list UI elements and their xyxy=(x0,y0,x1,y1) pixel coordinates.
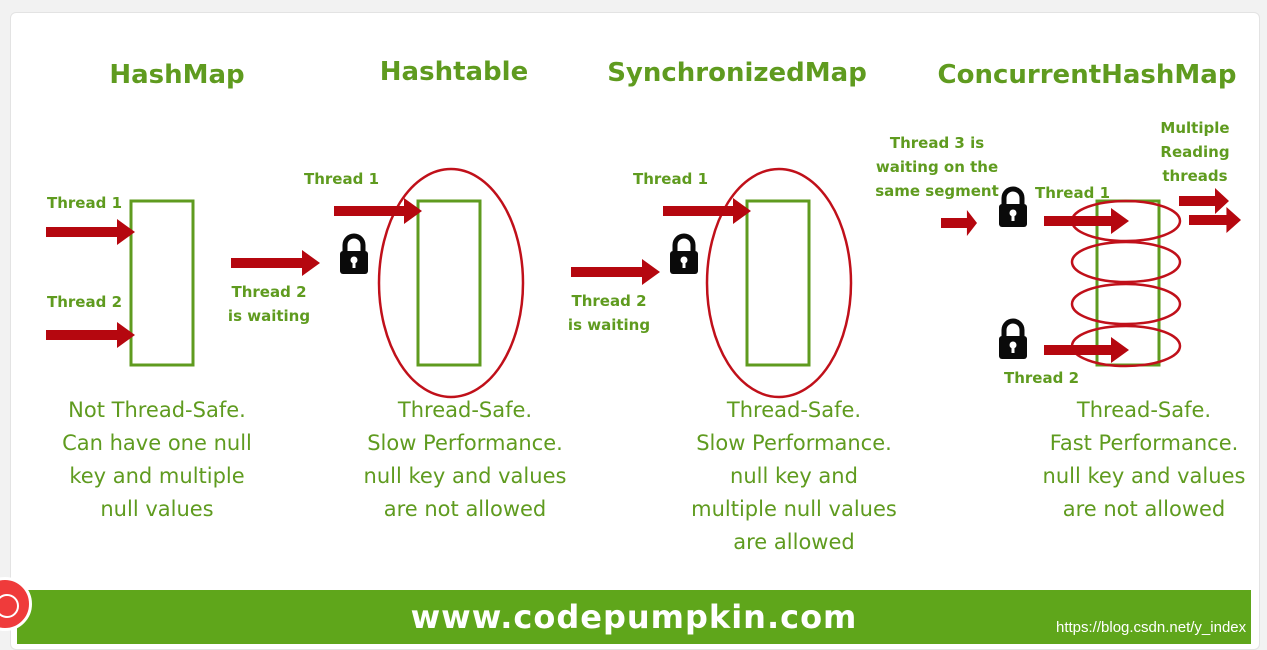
arrow-right-icon xyxy=(334,198,422,224)
thread-2-label: Thread 2 xyxy=(47,293,122,311)
thread-2-label: Thread 2 xyxy=(1004,369,1079,387)
thread-1-label: Thread 1 xyxy=(633,170,708,188)
hashmap-box xyxy=(129,199,195,367)
hashtable-title: Hashtable xyxy=(379,57,529,87)
thread-1-label: Thread 1 xyxy=(1035,184,1110,202)
thread-2-waiting-label: Thread 2 is waiting xyxy=(567,292,651,334)
hashtable-box xyxy=(416,199,482,367)
thread-3-waiting-label: Thread 3 is waiting on the same segment xyxy=(875,134,999,200)
synchronizedmap-lock-ellipse xyxy=(705,167,853,399)
arrow-right-icon xyxy=(46,322,135,348)
arrow-right-icon xyxy=(46,219,135,245)
arrow-right-icon xyxy=(1044,208,1129,234)
synchronizedmap-title: SynchronizedMap xyxy=(607,58,867,88)
synchronizedmap-box xyxy=(745,199,811,367)
record-badge-ring xyxy=(0,594,19,618)
lock-icon xyxy=(670,236,698,274)
lock-icon xyxy=(999,321,1027,359)
synchronizedmap-description: Thread-Safe. Slow Performance. null key … xyxy=(691,398,897,554)
thread-2-waiting-label: Thread 2 is waiting xyxy=(227,283,311,325)
footer-banner: www.codepumpkin.com xyxy=(17,590,1251,644)
thread-1-label: Thread 1 xyxy=(47,194,122,212)
arrow-right-icon xyxy=(1179,188,1229,214)
concurrenthashmap-description: Thread-Safe. Fast Performance. null key … xyxy=(1042,398,1246,521)
lock-icon xyxy=(340,236,368,274)
arrow-right-icon xyxy=(941,210,977,236)
arrow-right-icon xyxy=(1189,207,1241,233)
arrow-right-icon xyxy=(1044,337,1129,363)
diagram-canvas xyxy=(46,167,1241,399)
lock-icon xyxy=(999,189,1027,227)
segment-ellipse xyxy=(1070,282,1182,326)
hashtable-lock-ellipse xyxy=(377,167,525,399)
diagram-card: HashMap Hashtable SynchronizedMap Concur… xyxy=(10,12,1260,650)
arrow-right-icon xyxy=(663,198,751,224)
arrow-right-icon xyxy=(231,250,320,276)
hashmap-description: Not Thread-Safe. Can have one null key a… xyxy=(62,398,252,521)
segment-ellipse xyxy=(1070,240,1182,284)
multiple-reading-threads-label: Multiple Reading threads xyxy=(1160,119,1230,185)
footer-url: www.codepumpkin.com xyxy=(410,598,858,636)
thread-1-label: Thread 1 xyxy=(304,170,379,188)
concurrenthashmap-title: ConcurrentHashMap xyxy=(937,60,1237,90)
arrow-right-icon xyxy=(571,259,660,285)
hashtable-description: Thread-Safe. Slow Performance. null key … xyxy=(363,398,567,521)
hashmap-title: HashMap xyxy=(109,60,245,90)
watermark-text: https://blog.csdn.net/y_index xyxy=(1056,619,1247,636)
